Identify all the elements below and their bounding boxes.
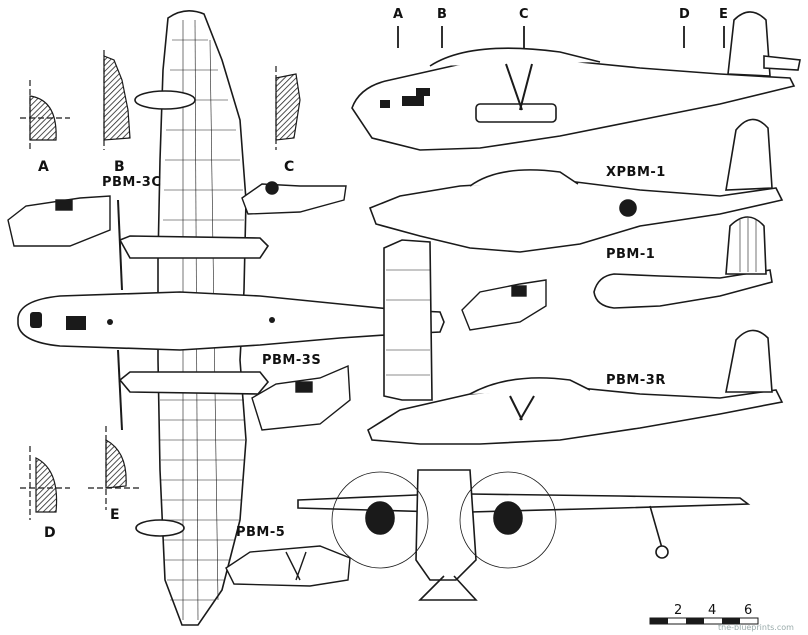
- variant-label-pbm3s: PBM-3S: [262, 353, 322, 368]
- station-ticks: [397, 26, 725, 48]
- scale-tick-2: 2: [674, 603, 683, 618]
- section-b: [103, 50, 131, 150]
- scale-tick-4: 4: [708, 603, 717, 618]
- station-label-e: E: [719, 7, 729, 22]
- section-d: [20, 446, 70, 520]
- section-label-e: E: [110, 507, 121, 523]
- nose-detail-c: [241, 181, 347, 215]
- watermark: the-blueprints.com: [718, 623, 794, 632]
- section-label-a: A: [38, 159, 50, 175]
- nose-detail-pbm5: [225, 545, 351, 587]
- section-label-b: B: [114, 159, 126, 175]
- scale-tick-6: 6: [744, 603, 753, 618]
- variant-label-xpbm1: XPBM-1: [606, 165, 666, 180]
- station-label-c: C: [519, 7, 530, 22]
- section-a: [20, 80, 70, 150]
- variant-label-pbm5: PBM-5: [236, 525, 286, 540]
- scale-bar: [649, 617, 759, 625]
- side-view-pbm1: [593, 216, 773, 309]
- section-label-c: C: [284, 159, 295, 175]
- section-c: [275, 66, 301, 150]
- station-label-b: B: [437, 7, 448, 22]
- section-e: [88, 426, 140, 510]
- side-view-xpbm1: [368, 118, 784, 253]
- nose-detail-right: [461, 279, 547, 331]
- variant-label-pbm3r: PBM-3R: [606, 373, 666, 388]
- side-view-main: [351, 11, 801, 151]
- section-label-d: D: [44, 525, 57, 541]
- nose-detail-pbm3c: [7, 195, 111, 247]
- variant-label-pbm1: PBM-1: [606, 247, 656, 262]
- nose-detail-pbm3s: [251, 364, 351, 431]
- station-label-d: D: [679, 7, 691, 22]
- station-label-a: A: [393, 7, 404, 22]
- variant-label-pbm3c: PBM-3C: [102, 175, 162, 190]
- front-view: [297, 469, 751, 601]
- top-view-fuselage: [17, 199, 445, 431]
- side-view-pbm3r: [367, 329, 784, 445]
